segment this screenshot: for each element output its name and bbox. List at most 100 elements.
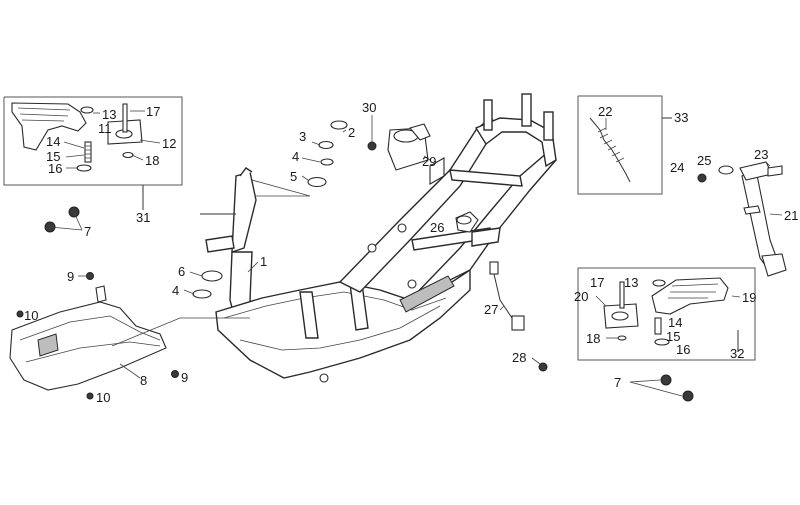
head-tube-top	[239, 167, 253, 177]
cover-edge-1	[19, 315, 161, 341]
bearing-5	[307, 176, 327, 188]
callout-18: 18	[145, 153, 159, 168]
bearing-6	[201, 270, 223, 282]
callout-25: 25	[697, 153, 711, 168]
leader-7b-2	[629, 381, 683, 397]
bushing-hole	[456, 215, 472, 225]
leader-4a	[301, 157, 321, 163]
right-foot-peg	[651, 277, 729, 315]
frame-tab-1	[367, 243, 377, 253]
left-plate	[76, 164, 92, 172]
front-cover	[9, 272, 250, 400]
stand-pivot	[739, 161, 773, 181]
stand-tab	[743, 205, 761, 215]
callout-10: 10	[96, 390, 110, 405]
leader-7a-1	[73, 211, 83, 231]
callout-17: 17	[590, 275, 604, 290]
leader-1	[247, 261, 259, 273]
horn-assembly	[367, 115, 445, 185]
horn-bracket	[429, 157, 445, 185]
stem-bracket	[205, 235, 235, 253]
cover-tab	[95, 285, 107, 303]
lower-cradle	[215, 268, 471, 379]
leader-7b-1	[629, 379, 661, 383]
callout-3: 3	[299, 129, 306, 144]
right-footrest-box	[577, 267, 756, 361]
leader-18a	[131, 154, 144, 161]
cover-edge-2	[25, 341, 161, 363]
callout-6: 6	[178, 264, 185, 279]
callout-32: 32	[730, 346, 744, 361]
right-washer	[652, 279, 666, 287]
stand-foot	[761, 253, 787, 277]
callout-9: 9	[181, 370, 188, 385]
cover-panel	[37, 333, 59, 357]
callout-30: 30	[362, 100, 376, 115]
screw-30	[367, 141, 377, 151]
callout-4: 4	[172, 283, 179, 298]
sensor-connector	[511, 315, 525, 331]
leader-23	[765, 161, 771, 167]
nut-24	[697, 173, 707, 183]
callout-12: 12	[162, 136, 176, 151]
callout-8: 8	[140, 373, 147, 388]
head-bearings	[183, 120, 348, 299]
callout-9: 9	[67, 269, 74, 284]
leader-6	[189, 271, 203, 277]
bearing-3	[318, 140, 334, 150]
callout-23: 23	[754, 147, 768, 162]
right-foot-peg-ribs	[668, 283, 719, 299]
leader-15a	[65, 154, 85, 158]
bolt-28	[531, 357, 548, 372]
cradle-inner-line	[223, 291, 447, 319]
callout-18: 18	[586, 331, 600, 346]
leader-4b	[183, 289, 195, 295]
callout-19: 19	[742, 290, 756, 305]
callout-10: 10	[24, 308, 38, 323]
main-frame	[200, 93, 557, 383]
left-washer	[80, 106, 94, 114]
right-bracket-hole	[611, 311, 629, 321]
callout-14: 14	[46, 134, 60, 149]
left-clip	[122, 151, 134, 159]
callout-7: 7	[84, 224, 91, 239]
left-foot-peg-ribs	[17, 107, 71, 122]
screw-9a	[86, 272, 94, 280]
rear-post-2	[521, 93, 532, 127]
frame-tab-4	[319, 373, 329, 383]
screw-9b	[171, 370, 179, 378]
callout-11: 11	[98, 121, 112, 136]
right-footrest-group	[577, 267, 756, 402]
spring-box	[577, 95, 663, 195]
callout-13: 13	[102, 107, 116, 122]
callout-15: 15	[46, 149, 60, 164]
left-spring	[84, 141, 92, 163]
spring-coils	[597, 127, 625, 163]
right-spring	[654, 317, 662, 335]
leader-head-group	[251, 179, 311, 197]
bolt-icon	[538, 362, 548, 372]
callout-20: 20	[574, 289, 588, 304]
frame-tab-3	[407, 279, 417, 289]
callout-31: 31	[136, 210, 150, 225]
leader-27	[499, 305, 505, 311]
left-spring-coils	[85, 145, 91, 159]
callout-labels: 1 2 3 4 4 5 6 7 7 8 9 9 10 10 11 12 13 1…	[24, 100, 798, 405]
left-footrest-group	[3, 96, 183, 233]
bearing-4-lower	[192, 289, 212, 299]
leader-3	[311, 141, 321, 146]
bushing-26	[455, 211, 479, 233]
leader-8	[119, 363, 141, 379]
bearing-2	[330, 120, 348, 130]
head-tube	[231, 171, 257, 253]
frame-tab-2	[397, 223, 407, 233]
sensor-head	[489, 261, 499, 275]
leader-12	[139, 139, 161, 144]
leader-cover	[111, 317, 250, 347]
callout-15: 15	[666, 329, 680, 344]
upper-brace	[449, 169, 523, 187]
horn-tab	[409, 123, 431, 141]
left-pin	[122, 103, 128, 133]
callout-1: 1	[260, 254, 267, 269]
